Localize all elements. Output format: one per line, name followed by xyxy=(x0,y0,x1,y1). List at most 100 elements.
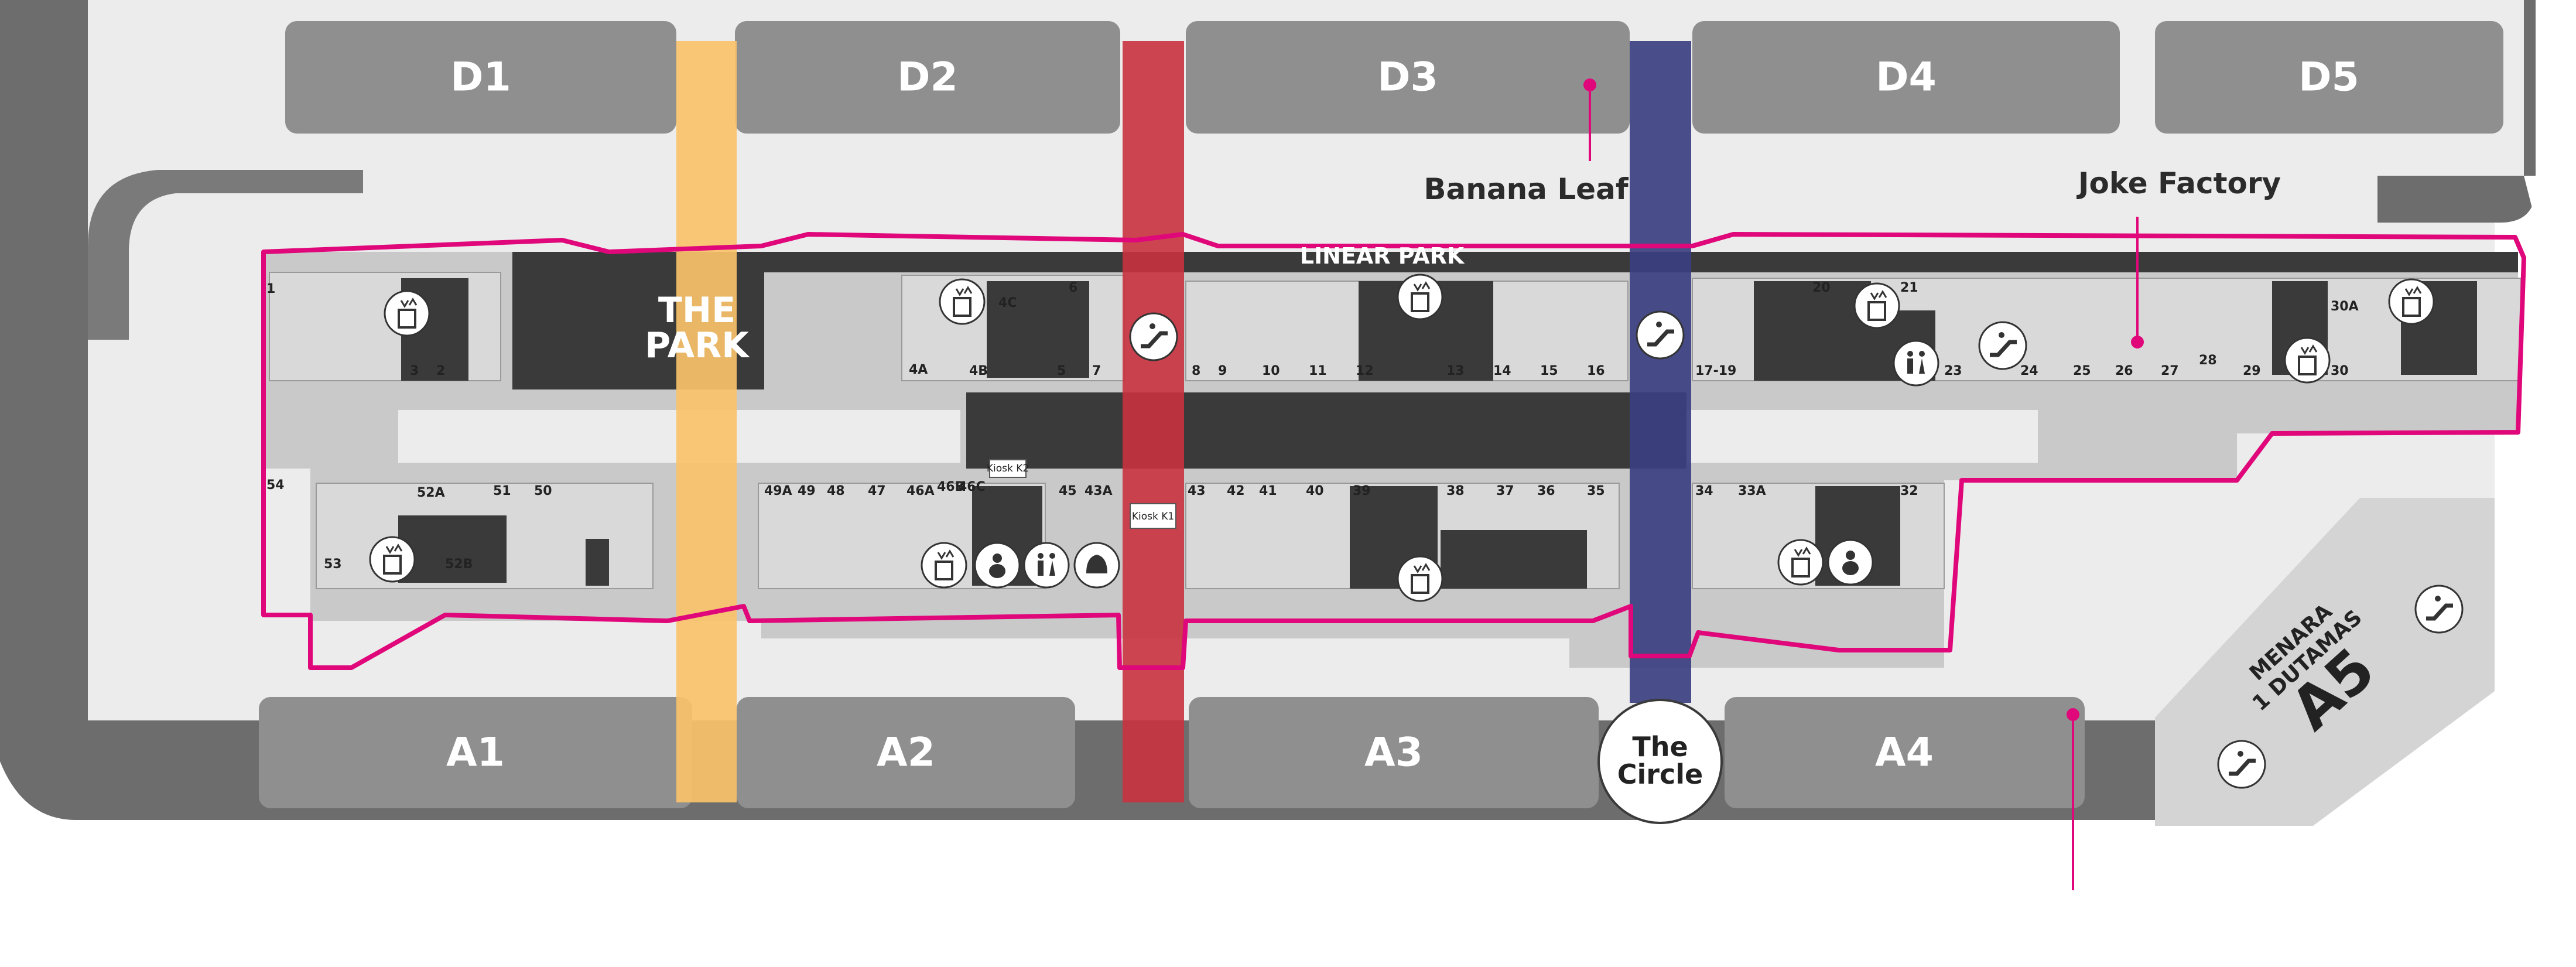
d-row xyxy=(285,21,2503,134)
floor-outline xyxy=(261,232,2526,670)
unit: 2 xyxy=(436,364,445,378)
unit: 37 xyxy=(1496,484,1514,498)
elevator-icon xyxy=(2284,337,2331,384)
escalator-icon xyxy=(1636,310,1685,360)
kiosk-k1-label: Kiosk K1 xyxy=(1132,511,1174,522)
block-d4-label: D4 xyxy=(1876,54,1937,101)
unit: 35 xyxy=(1587,484,1605,498)
block-d5-label: D5 xyxy=(2298,54,2359,101)
unit: 32 xyxy=(1900,484,1918,498)
unit: 43A xyxy=(1085,484,1113,498)
unit: 40 xyxy=(1306,484,1324,498)
toilet-icon xyxy=(1893,340,1939,387)
block-d3-label: D3 xyxy=(1377,54,1438,101)
unit: 21 xyxy=(1900,281,1918,295)
unit: 25 xyxy=(2073,364,2091,378)
unit: 3 xyxy=(410,364,419,378)
unit: 41 xyxy=(1259,484,1277,498)
unit: 10 xyxy=(1262,364,1280,378)
unit: 26 xyxy=(2115,364,2133,378)
block-a4-label: A4 xyxy=(1875,730,1934,776)
unit: 49A xyxy=(764,484,792,498)
block-d4 xyxy=(1692,21,2120,134)
elevator-icon xyxy=(939,278,986,325)
prayer-room-icon xyxy=(1073,542,1120,589)
unit: 52B xyxy=(445,557,473,572)
unit: 7 xyxy=(1092,364,1101,378)
unit: 13 xyxy=(1446,364,1465,378)
banana-leaf-label: Banana Leaf xyxy=(1424,172,1629,206)
block-a3 xyxy=(1189,697,1599,808)
unit: 8 xyxy=(1192,364,1200,378)
blue-bridge xyxy=(1630,41,1691,703)
unit: 42 xyxy=(1227,484,1245,498)
block-d1 xyxy=(285,21,676,134)
unit: 48 xyxy=(827,484,845,498)
yellow-bridge xyxy=(676,41,737,802)
unit: 49 xyxy=(798,484,816,498)
unit: 45 xyxy=(1059,484,1077,498)
kiosk-k2-label: Kiosk K2 xyxy=(987,463,1029,474)
elevator-icon xyxy=(369,536,416,583)
unit: 4A xyxy=(909,363,928,377)
block-a1-label: A1 xyxy=(446,730,505,776)
unit: 5 xyxy=(1057,364,1066,378)
unit: 23 xyxy=(1944,364,1962,378)
unit: 12 xyxy=(1356,364,1374,378)
the-park-label-2: PARK xyxy=(645,325,750,366)
unit: 28 xyxy=(2199,353,2217,368)
unit: 50 xyxy=(534,484,552,498)
unit: 20 xyxy=(1812,281,1831,295)
unit: 47 xyxy=(868,484,886,498)
unit: 29 xyxy=(2243,364,2261,378)
block-d2 xyxy=(735,21,1120,134)
unit: 53 xyxy=(324,557,342,572)
unit: 46A xyxy=(906,484,935,498)
unit: 9 xyxy=(1218,364,1227,378)
unit: 43 xyxy=(1188,484,1206,498)
unit: 11 xyxy=(1309,364,1327,378)
unit: 15 xyxy=(1540,364,1558,378)
kiosk-k2-box xyxy=(989,459,1027,478)
elevator-icon xyxy=(1397,555,1443,602)
the-park-label-1: THE xyxy=(658,290,735,331)
unit: 46C xyxy=(958,480,986,494)
kiosk-k1-box xyxy=(1130,503,1176,529)
block-d3 xyxy=(1186,21,1630,134)
baby-room-icon xyxy=(974,542,1021,589)
unit: 36 xyxy=(1537,484,1555,498)
elevator-icon xyxy=(2388,278,2435,325)
unit: 14 xyxy=(1493,364,1511,378)
block-a2-label: A2 xyxy=(877,730,935,776)
unit: 34 xyxy=(1695,484,1713,498)
unit: 4C xyxy=(998,296,1017,310)
block-d2-label: D2 xyxy=(897,54,958,101)
unit: 17-19 xyxy=(1695,364,1736,378)
unit: 39 xyxy=(1353,484,1371,498)
elevator-icon xyxy=(384,290,430,337)
unit: 33A xyxy=(1738,484,1766,498)
joke-factory-label: Joke Factory xyxy=(2076,166,2281,200)
unit: 16 xyxy=(1587,364,1605,378)
block-a1 xyxy=(259,697,692,808)
block-d5 xyxy=(2155,21,2503,134)
escalator-icon xyxy=(2414,585,2464,634)
baby-room-icon xyxy=(1827,539,1874,586)
unit: 4B xyxy=(969,364,988,378)
linear-park-label: LINEAR PARK xyxy=(1300,243,1465,269)
elevator-icon xyxy=(1853,282,1900,329)
unit: 38 xyxy=(1446,484,1465,498)
block-d1-label: D1 xyxy=(450,54,511,101)
red-bridge xyxy=(1123,41,1184,802)
block-a4 xyxy=(1725,697,2085,808)
unit: 51 xyxy=(493,484,511,498)
block-a2 xyxy=(737,697,1075,808)
elevator-icon xyxy=(1777,539,1824,586)
the-circle-label-2: Circle xyxy=(1617,758,1703,790)
elevator-icon xyxy=(1397,274,1443,320)
unit: 24 xyxy=(2020,364,2038,378)
unit: 1 xyxy=(266,282,275,296)
block-a3-label: A3 xyxy=(1364,730,1423,776)
unit: 52A xyxy=(417,486,445,500)
